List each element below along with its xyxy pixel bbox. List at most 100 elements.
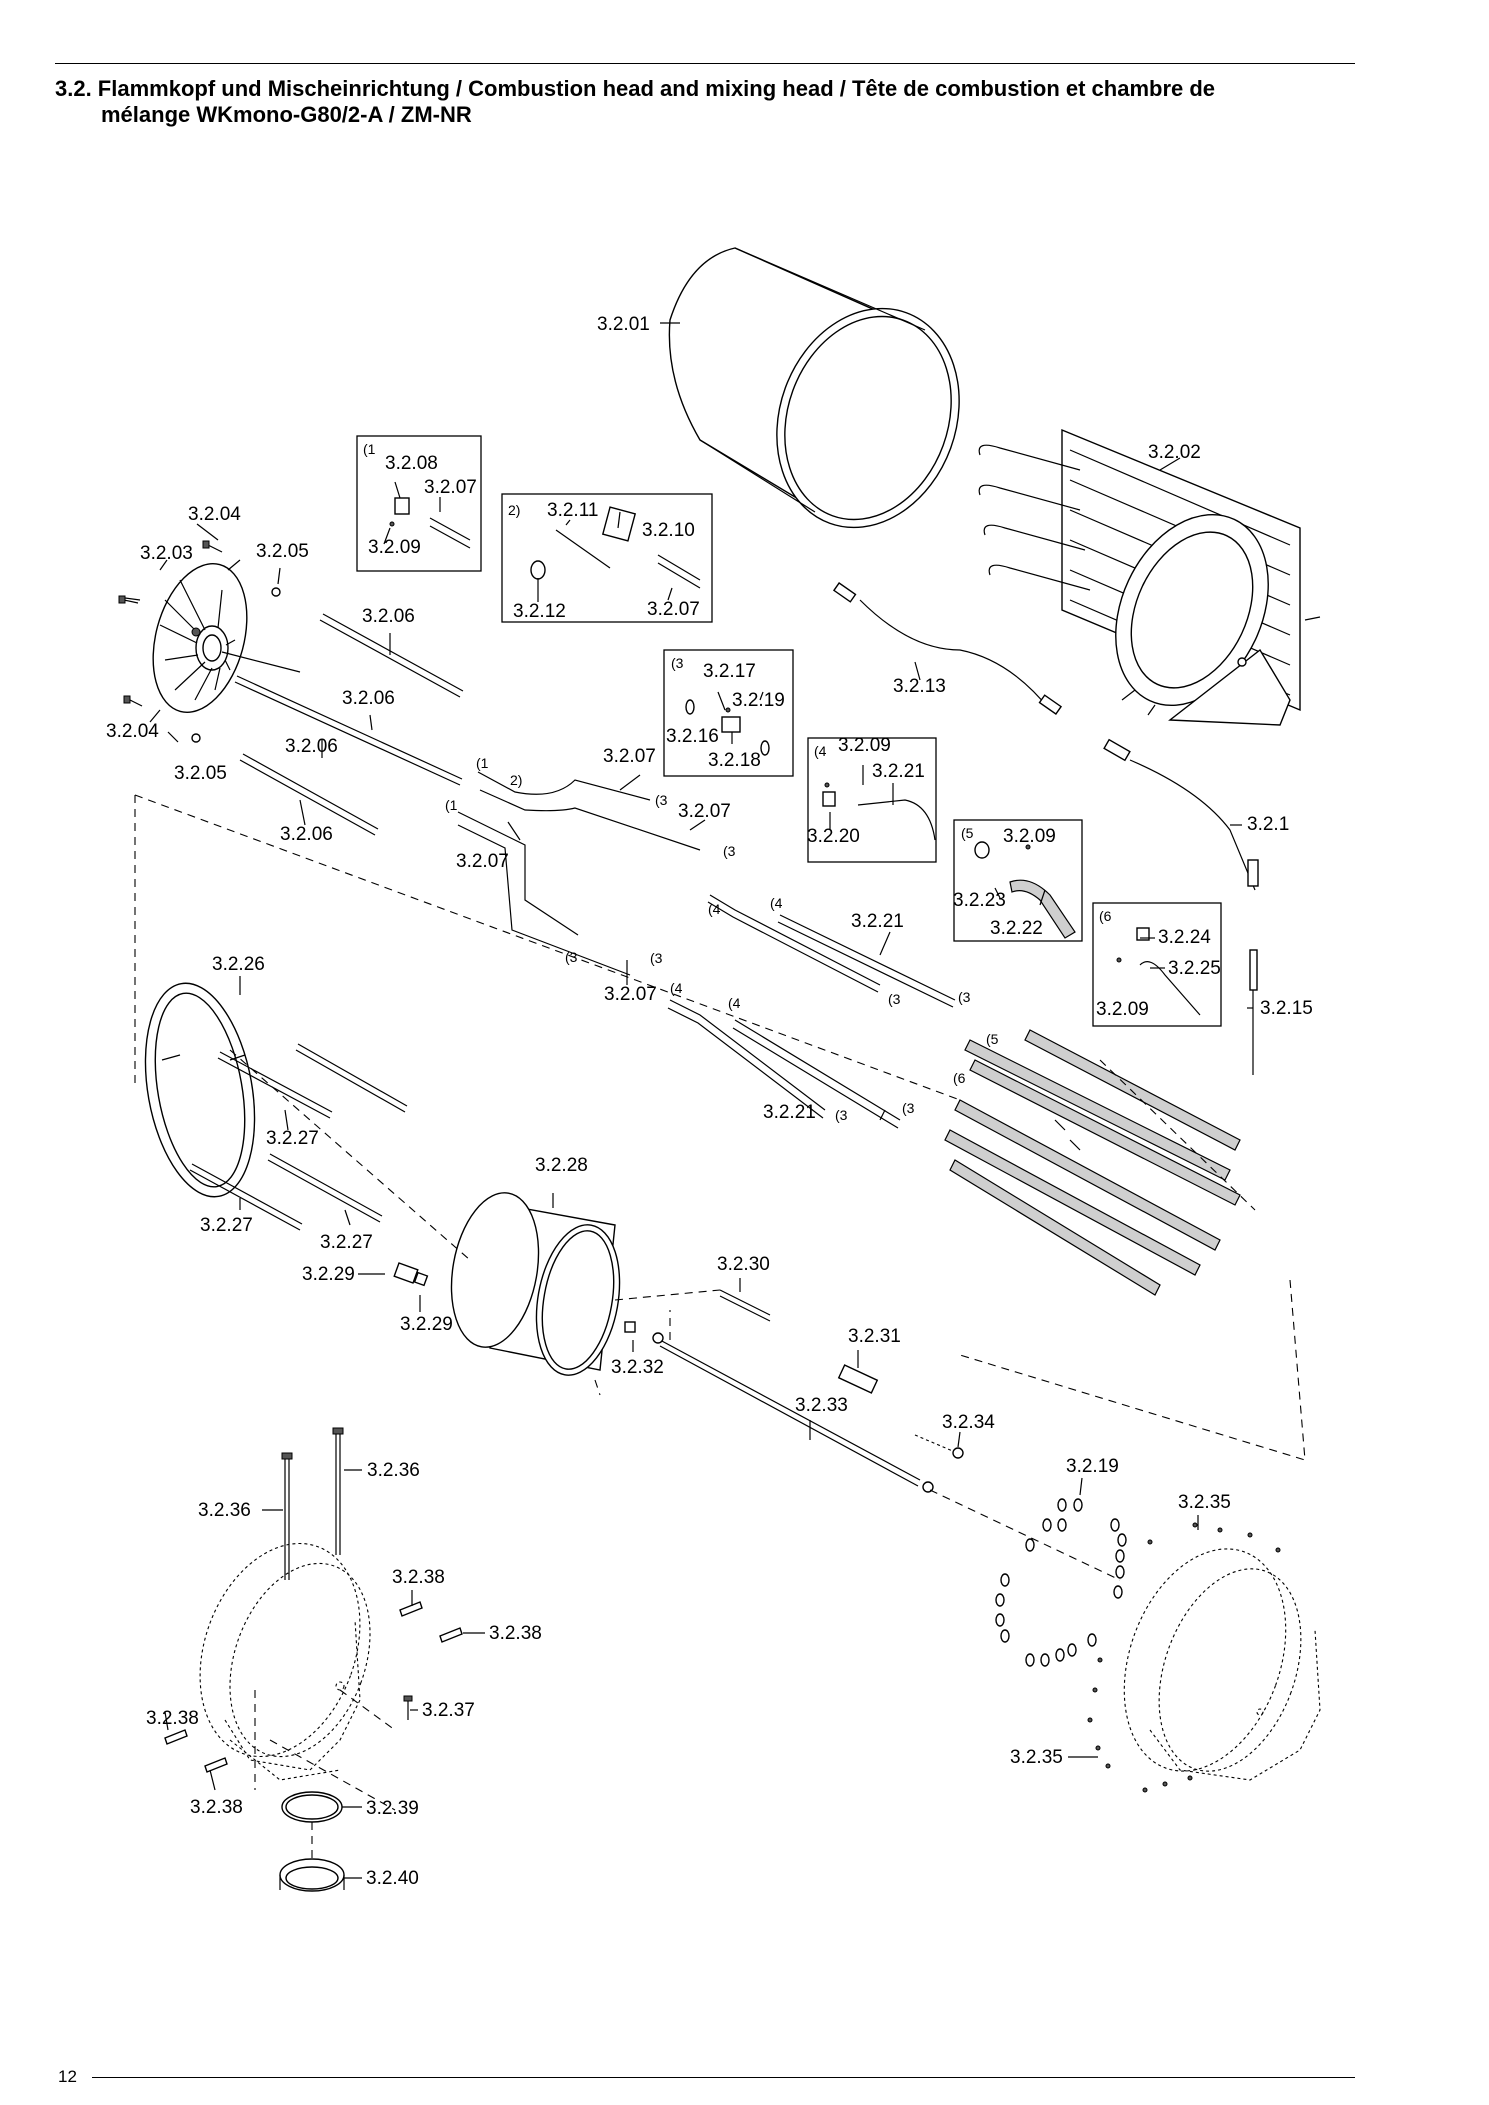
note-ref-4: (4 xyxy=(770,895,783,911)
left-housing-dotted xyxy=(199,1542,371,1781)
label-3-2-07: 3.2.07 xyxy=(647,599,700,620)
note-ref-3: (3 xyxy=(723,843,736,859)
label-3-2-36: 3.2.36 xyxy=(367,1460,420,1481)
detail-box-3 xyxy=(663,649,794,777)
part-3-2-38-screws xyxy=(164,1601,463,1773)
note-ref-4: (4 xyxy=(728,995,741,1011)
part-labels: 3.2.01 3.2.02 3.2.03 3.2.04 3.2.04 3.2.0… xyxy=(106,314,1313,1889)
part-3-2-35-screws xyxy=(1087,1522,1281,1793)
label-3-2-32: 3.2.32 xyxy=(611,1357,664,1378)
note-ref-3: (3 xyxy=(655,792,668,808)
label-3-2-38: 3.2.38 xyxy=(190,1797,243,1818)
part-3-2-31-spacer xyxy=(837,1364,879,1394)
detail-box-2 xyxy=(501,493,713,623)
label-3-2-01: 3.2.01 xyxy=(597,314,650,335)
part-3-2-02-mixing-head xyxy=(978,428,1321,726)
part-3-2-06-rods xyxy=(234,613,464,836)
label-3-2-21: 3.2.21 xyxy=(851,911,904,932)
page-number: 12 xyxy=(58,2067,77,2086)
part-3-2-21-pipes xyxy=(667,894,956,1129)
part-3-2-30-pin xyxy=(719,1289,771,1322)
label-3-2-18: 3.2.18 xyxy=(708,750,761,771)
detail-box-4 xyxy=(807,737,937,863)
label-3-2-21: 3.2.21 xyxy=(763,1102,816,1123)
note-ref-3: (3 xyxy=(650,950,663,966)
label-3-2-26: 3.2.26 xyxy=(212,954,265,975)
part-3-2-37-screw xyxy=(403,1695,413,1720)
part-3-2-27-rods xyxy=(189,1043,408,1231)
label-3-2-09: 3.2.09 xyxy=(838,735,891,756)
note-ref-2: 2) xyxy=(510,772,522,788)
part-3-2-13-ignition-cable xyxy=(832,582,1063,715)
label-3-2-06: 3.2.06 xyxy=(285,736,338,757)
label-3-2-27: 3.2.27 xyxy=(320,1232,373,1253)
label-3-2-06: 3.2.06 xyxy=(342,688,395,709)
note-ref-1: (1 xyxy=(445,797,458,813)
label-3-2-35: 3.2.35 xyxy=(1010,1747,1063,1768)
note-ref-3: (3 xyxy=(958,989,971,1005)
label-3-2-1: 3.2.1 xyxy=(1247,814,1289,835)
part-3-2-19-o-rings xyxy=(995,1498,1127,1667)
title-line-2: mélange WKmono-G80/2-A / ZM-NR xyxy=(101,102,472,127)
detail-box-5 xyxy=(953,819,1083,942)
label-3-2-23: 3.2.23 xyxy=(953,890,1006,911)
label-3-2-27: 3.2.27 xyxy=(200,1215,253,1236)
label-3-2-22: 3.2.22 xyxy=(990,918,1043,939)
note-ref-3: (3 xyxy=(565,949,578,965)
part-3-2-34-fitting xyxy=(914,1434,964,1459)
part-3-2-26-toothed-ring xyxy=(144,982,256,1198)
label-3-2-03: 3.2.03 xyxy=(140,543,193,564)
label-3-2-33: 3.2.33 xyxy=(795,1395,848,1416)
note-box-6: (6 xyxy=(1099,908,1112,924)
label-3-2-02: 3.2.02 xyxy=(1148,442,1201,463)
note-ref-4: (4 xyxy=(670,980,683,996)
part-3-2-40-ring xyxy=(279,1858,345,1892)
label-3-2-13: 3.2.13 xyxy=(893,676,946,697)
label-3-2-07: 3.2.07 xyxy=(603,746,656,767)
note-ref-1: (1 xyxy=(476,755,489,771)
note-ref-4: (4 xyxy=(708,901,721,917)
part-3-2-28-sleeve xyxy=(450,1192,621,1376)
note-ref-5: (5 xyxy=(986,1031,999,1047)
label-3-2-10: 3.2.10 xyxy=(642,520,695,541)
note-ref-3: (3 xyxy=(902,1100,915,1116)
note-box-3: (3 xyxy=(671,655,684,671)
label-3-2-40: 3.2.40 xyxy=(366,1868,419,1889)
detail-box-1 xyxy=(356,435,482,572)
label-3-2-35: 3.2.35 xyxy=(1178,1492,1231,1513)
label-3-2-31: 3.2.31 xyxy=(848,1326,901,1347)
note-box-2: 2) xyxy=(508,502,520,518)
footer-rule xyxy=(92,2077,1355,2078)
label-3-2-05: 3.2.05 xyxy=(174,763,227,784)
label-3-2-21: 3.2.21 xyxy=(872,761,925,782)
detail-box-6 xyxy=(1092,902,1222,1027)
label-3-2-38: 3.2.38 xyxy=(146,1708,199,1729)
label-3-2-29: 3.2.29 xyxy=(400,1314,453,1335)
part-3-2-07-pipes xyxy=(457,771,701,976)
label-3-2-36: 3.2.36 xyxy=(198,1500,251,1521)
label-3-2-07: 3.2.07 xyxy=(604,984,657,1005)
label-3-2-29: 3.2.29 xyxy=(302,1264,355,1285)
part-3-2-39-seal xyxy=(281,1791,343,1823)
label-3-2-20: 3.2.20 xyxy=(807,826,860,847)
note-box-1: (1 xyxy=(363,441,376,457)
page-title: 3.2. Flammkopf und Mischeinrichtung / Co… xyxy=(55,76,1355,128)
label-3-2-07: 3.2.07 xyxy=(456,851,509,872)
label-3-2-17: 3.2.17 xyxy=(703,661,756,682)
right-housing-dotted xyxy=(1123,1548,1321,1781)
label-3-2-11: 3.2.11 xyxy=(547,500,598,521)
label-3-2-12: 3.2.12 xyxy=(513,601,566,622)
label-3-2-08: 3.2.08 xyxy=(385,453,438,474)
label-3-2-38: 3.2.38 xyxy=(392,1567,445,1588)
label-3-2-25: 3.2.25 xyxy=(1168,958,1221,979)
part-3-2-03-swirl-disk xyxy=(124,559,301,723)
label-3-2-05: 3.2.05 xyxy=(256,541,309,562)
part-3-2-36-bolts xyxy=(281,1427,344,1580)
label-3-2-27: 3.2.27 xyxy=(266,1128,319,1149)
part-3-2-01-flame-tube xyxy=(668,247,960,529)
leader-lines xyxy=(159,322,1253,1879)
label-3-2-19: 3.2.19 xyxy=(732,690,785,711)
label-3-2-06: 3.2.06 xyxy=(280,824,333,845)
note-ref-6: (6 xyxy=(953,1070,966,1086)
